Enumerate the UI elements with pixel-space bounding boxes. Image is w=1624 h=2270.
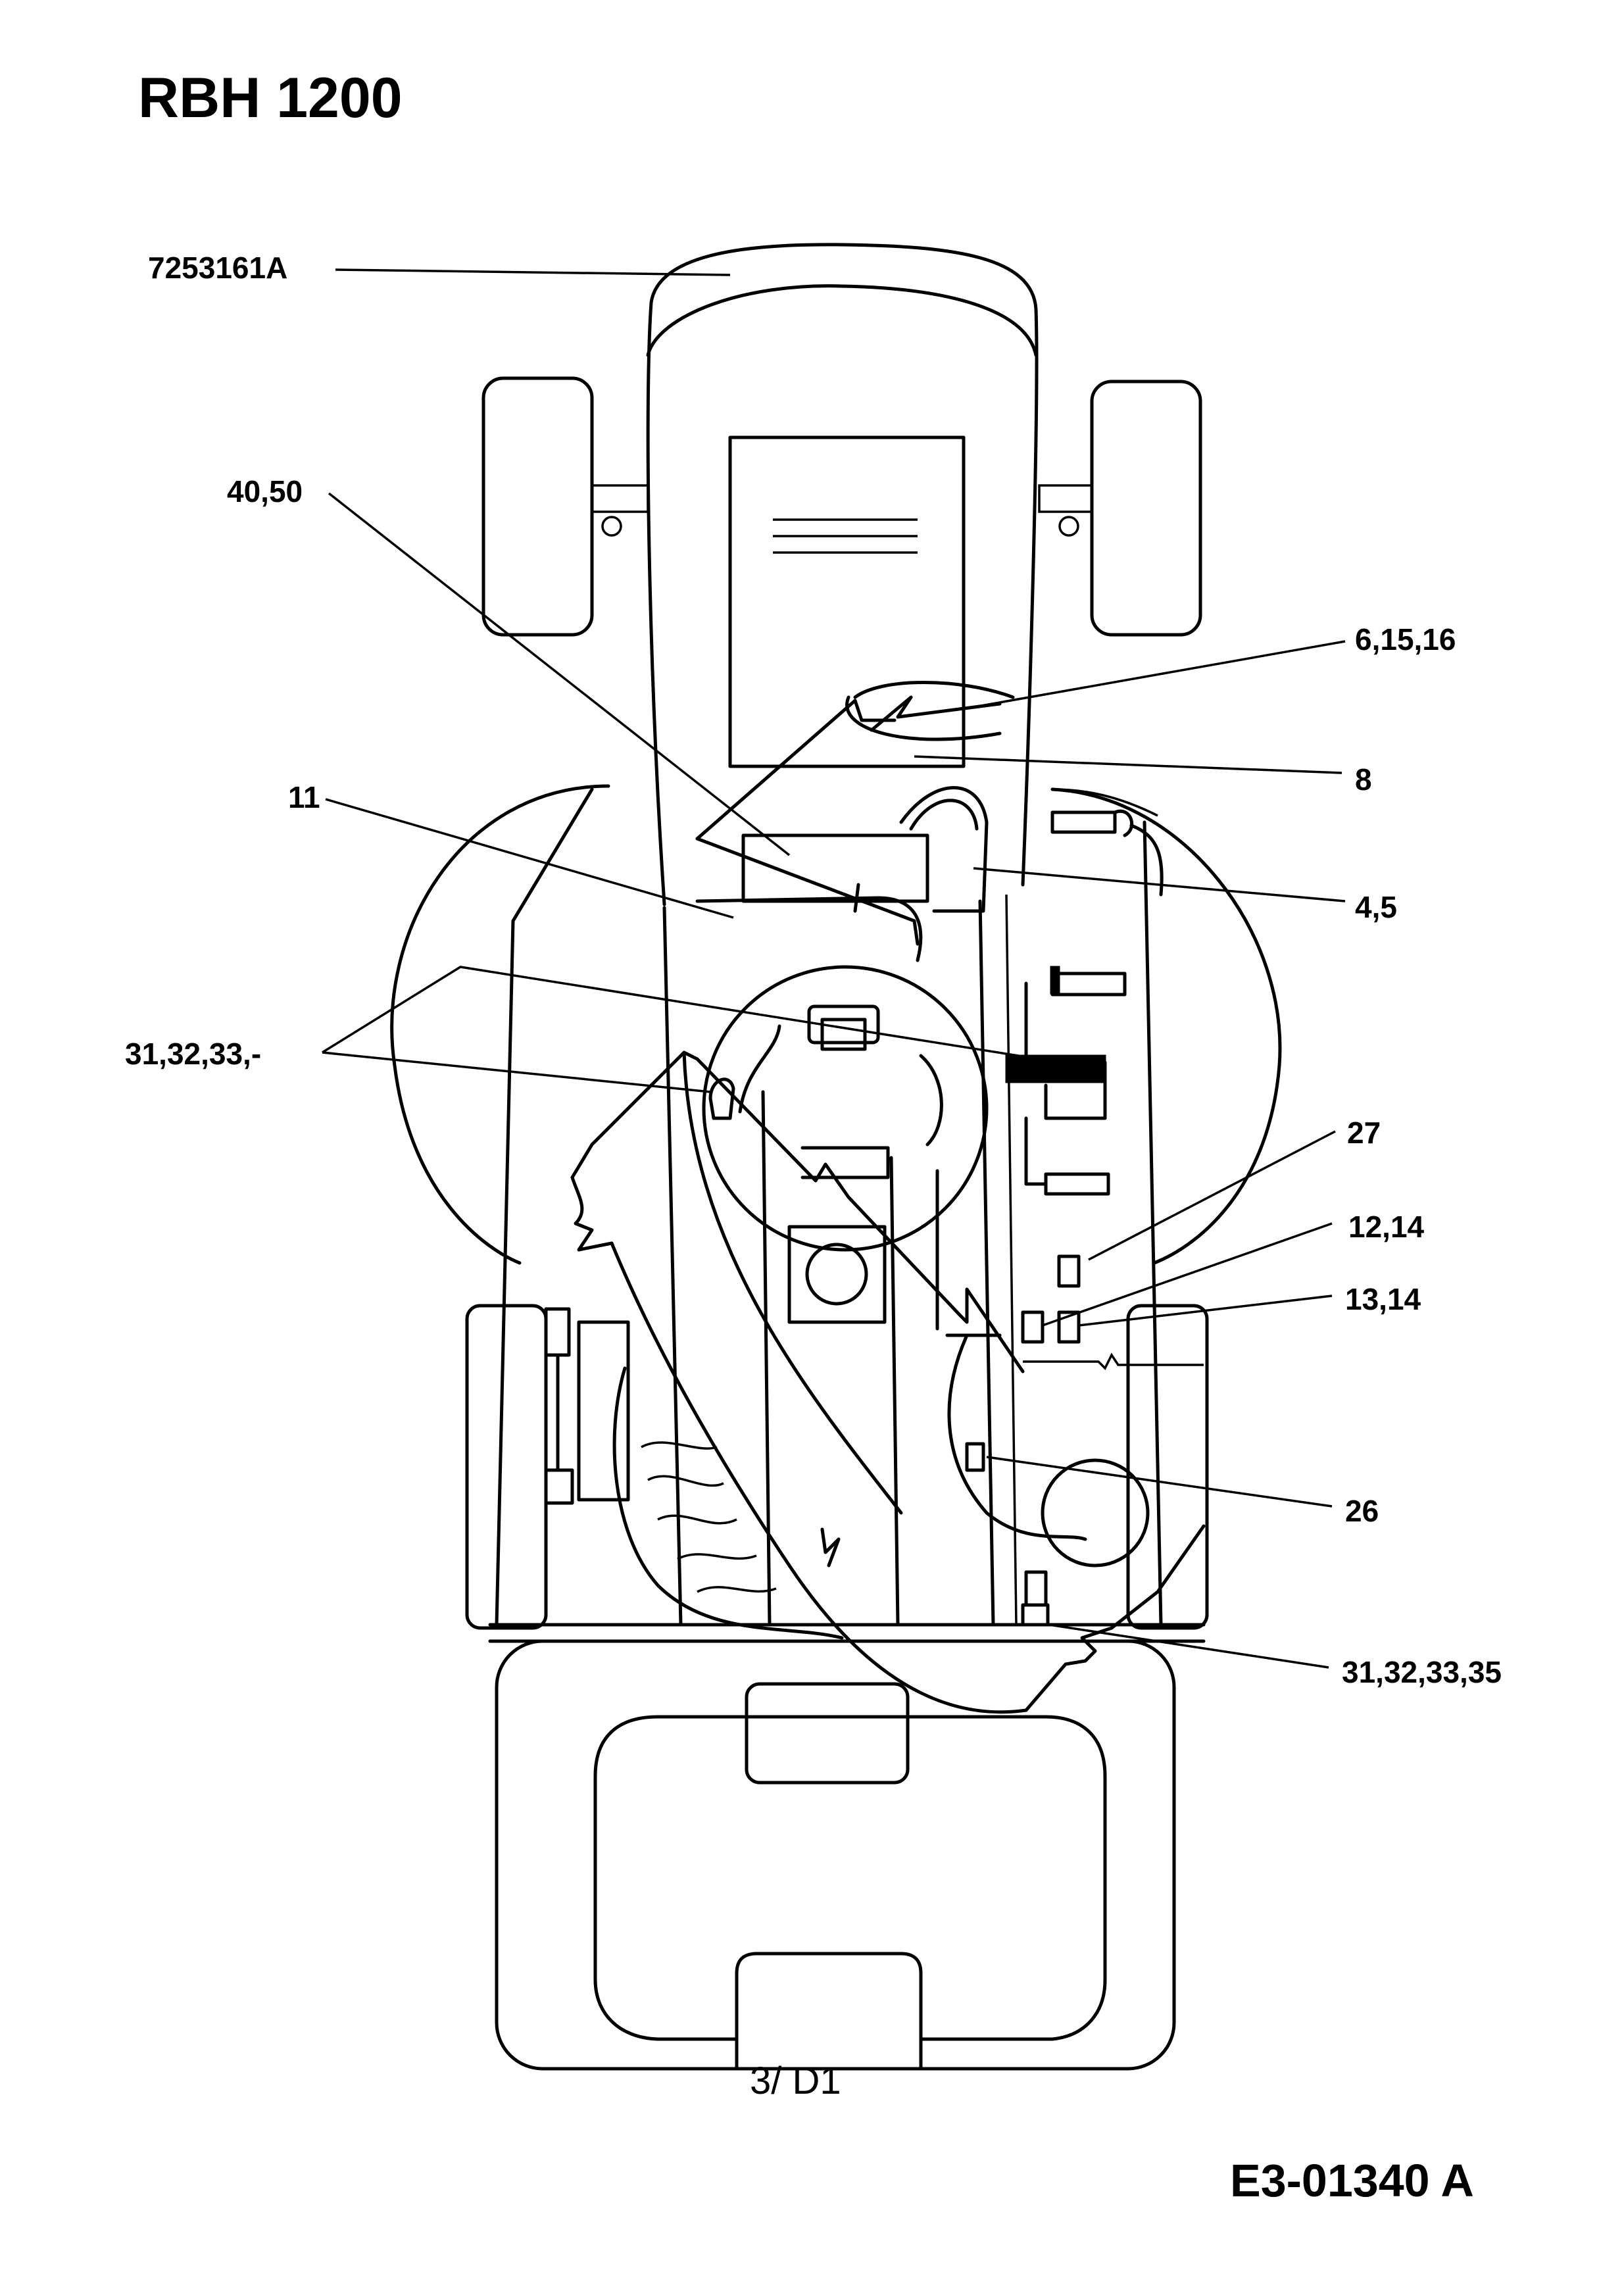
- page-title: RBH 1200: [138, 66, 403, 130]
- callout-4-5: 4,5: [1355, 890, 1397, 924]
- callout-12-14: 12,14: [1348, 1210, 1425, 1244]
- mower-deck: [390, 784, 1282, 1627]
- switches: [1021, 1254, 1204, 1370]
- callout-31-32-33: 31,32,33,-: [125, 1037, 262, 1071]
- steering-wheel: [702, 965, 989, 1252]
- callout-31-32-33-35: 31,32,33,35: [1342, 1655, 1502, 1689]
- engine-cutaway: [695, 681, 1015, 962]
- callout-26: 26: [1345, 1494, 1379, 1528]
- front-wheel-right: [1038, 380, 1202, 637]
- front-wheel-left: [481, 376, 649, 637]
- callout-8: 8: [1355, 762, 1372, 797]
- callout-7253161a: 7253161A: [148, 251, 288, 285]
- callout-40-50: 40,50: [227, 474, 303, 508]
- rear-cutaway: [570, 1050, 1206, 1714]
- grass-catcher: [593, 1682, 1107, 2071]
- hood: [646, 243, 1039, 906]
- drawing-number: E3-01340 A: [1230, 2155, 1474, 2206]
- callout-27: 27: [1347, 1116, 1381, 1150]
- left-side-battery: [544, 1307, 630, 1505]
- callout-13-14: 13,14: [1345, 1282, 1421, 1316]
- callout-6-15-16: 6,15,16: [1355, 622, 1456, 656]
- callout-11: 11: [288, 780, 320, 814]
- leader-lines: [322, 268, 1346, 1669]
- chassis-frame: [662, 894, 1018, 1627]
- page-reference: 3/ D1: [750, 2060, 841, 2102]
- right-side-linkage: [1005, 809, 1164, 1196]
